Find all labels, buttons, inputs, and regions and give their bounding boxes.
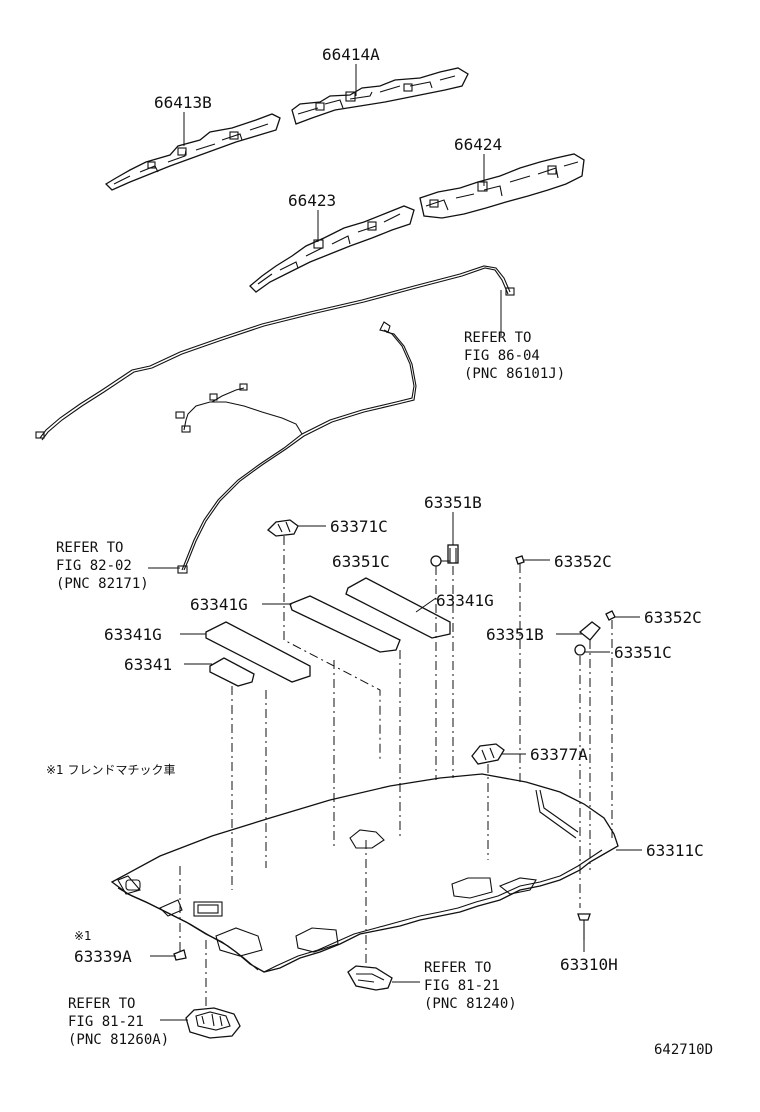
alignment-lines: [179, 536, 613, 1006]
reference-line: REFER TO: [464, 330, 531, 346]
label-63351C-right: 63351C: [614, 643, 672, 662]
pad-63341G-left: [205, 621, 311, 683]
label-63341: 63341: [124, 655, 172, 674]
clip-63339A: [173, 949, 187, 961]
bracket-66414A: [291, 67, 469, 125]
wire-harness-lower: [175, 321, 417, 574]
room-lamp-81240: [347, 965, 393, 991]
reference-line: (PNC 81240): [424, 996, 517, 1012]
clip-63351B-top: [447, 544, 459, 564]
reference-fig-82-02: REFER TO FIG 82-02 (PNC 82171): [56, 540, 149, 592]
headliner-63311C: [110, 773, 619, 973]
clip-63352C-right: [605, 610, 616, 621]
label-63351C-left: 63351C: [332, 552, 390, 571]
reference-line: FIG 86-04: [464, 348, 540, 364]
label-63341G-right: 63341G: [436, 591, 494, 610]
reference-line: FIG 81-21: [68, 1014, 144, 1030]
label-63311C: 63311C: [646, 841, 704, 860]
reference-line: (PNC 82171): [56, 576, 149, 592]
reference-fig-81-21-room-lamp: REFER TO FIG 81-21 (PNC 81240): [424, 960, 517, 1012]
reference-line: (PNC 81260A): [68, 1032, 169, 1048]
clip-63351B-right: [578, 621, 601, 641]
label-66413B: 66413B: [154, 93, 212, 112]
bracket-66423: [249, 205, 415, 293]
reference-fig-86-04: REFER TO FIG 86-04 (PNC 86101J): [464, 330, 565, 382]
clip-63352C-top: [515, 555, 525, 565]
reference-line: REFER TO: [68, 996, 135, 1012]
label-63351B-right: 63351B: [486, 625, 544, 644]
holder-63377A: [471, 743, 505, 765]
leader-lines: [148, 64, 642, 1021]
label-63351B-top: 63351B: [424, 493, 482, 512]
bracket-66424: [419, 153, 585, 219]
clip-63351C-right: [574, 644, 586, 656]
pad-63341G-center: [289, 595, 401, 653]
reference-line: REFER TO: [424, 960, 491, 976]
map-lamp-81260A: [185, 1007, 241, 1039]
pad-63341G-right: [345, 577, 451, 639]
reference-line: (PNC 86101J): [464, 366, 565, 382]
label-63352C-top: 63352C: [554, 552, 612, 571]
note-mark-1: ※1: [74, 929, 92, 943]
figure-code: 642710D: [654, 1042, 713, 1058]
bracket-66413B: [104, 113, 281, 191]
reference-line: FIG 81-21: [424, 978, 500, 994]
clip-63371C: [267, 519, 299, 537]
wire-harness-upper: [35, 265, 515, 441]
clip-63310H: [577, 913, 591, 940]
label-63339A: 63339A: [74, 947, 132, 966]
label-63371C: 63371C: [330, 517, 388, 536]
reference-line: FIG 82-02: [56, 558, 132, 574]
label-63341G-center: 63341G: [190, 595, 248, 614]
pad-63341: [209, 657, 255, 687]
label-63341G-left: 63341G: [104, 625, 162, 644]
reference-line: REFER TO: [56, 540, 123, 556]
label-66414A: 66414A: [322, 45, 380, 64]
reference-fig-81-21-map-lamp: REFER TO FIG 81-21 (PNC 81260A): [68, 996, 169, 1048]
label-66424: 66424: [454, 135, 502, 154]
label-63377A: 63377A: [530, 745, 588, 764]
label-63310H: 63310H: [560, 955, 618, 974]
label-66423: 66423: [288, 191, 336, 210]
label-63352C-right: 63352C: [644, 608, 702, 627]
clip-63351C-left: [430, 555, 442, 567]
note-blendmatic: ※1 フレンドマチック車: [46, 763, 176, 777]
